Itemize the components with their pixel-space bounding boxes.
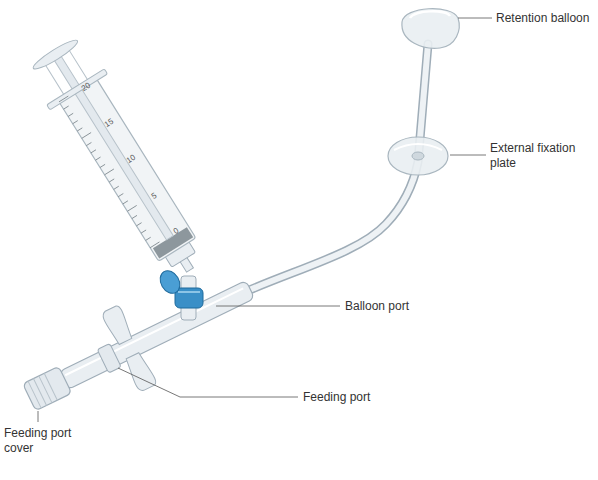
balloon-valve (175, 288, 203, 308)
scale-tick (86, 142, 91, 145)
scale-tick (114, 186, 119, 189)
cover-ridge (44, 373, 57, 400)
scale-tick (146, 237, 151, 240)
scale-tick (100, 164, 105, 167)
syringe-stopper (153, 227, 193, 258)
connector-ring (97, 343, 121, 373)
valve-highlight (178, 291, 200, 293)
scale-tick (141, 230, 146, 233)
scale-ticks (59, 96, 159, 248)
scale-tick (77, 128, 82, 131)
balloon-highlight (410, 11, 450, 18)
scale-tick (59, 96, 68, 102)
scale-tick (109, 179, 114, 182)
leader-lines (38, 18, 492, 422)
connector-tube (59, 280, 255, 389)
scale-tick (132, 215, 137, 218)
leader-line (450, 155, 486, 156)
wing-bottom (124, 351, 158, 392)
scale-tick (68, 113, 73, 116)
scale-tick (136, 223, 141, 226)
scale-tick (105, 169, 114, 175)
scale-tick (64, 106, 69, 109)
cover-ridge (39, 376, 52, 403)
cover-ridge (28, 381, 41, 408)
fixation-plate-hub (412, 152, 424, 160)
retention-balloon (402, 9, 459, 49)
leader-line (118, 368, 298, 397)
wing-top (101, 305, 135, 346)
part-label: External fixation plate (490, 141, 594, 171)
cover-ridge (33, 379, 46, 406)
plate-highlight (394, 144, 442, 150)
plunger-thumb (31, 37, 80, 73)
scale-tick (82, 133, 91, 139)
scale-tick (73, 121, 78, 124)
scale-tick (118, 194, 123, 197)
part-label: Retention balloon (496, 11, 589, 26)
barrel-flange (47, 69, 108, 110)
leader-line (216, 306, 340, 307)
leader-line (38, 411, 39, 422)
scale-tick (127, 205, 136, 211)
scale-tick (123, 201, 128, 204)
plunger-rod (53, 54, 173, 240)
part-label: Balloon port (345, 299, 409, 314)
part-label: Feeding port cover (4, 426, 88, 456)
scale-tick (91, 150, 96, 153)
scale-tick (95, 157, 100, 160)
part-label: Feeding port (303, 390, 370, 405)
scale-tick (150, 242, 159, 248)
leader-line (458, 18, 492, 19)
fixation-plate (388, 137, 448, 175)
feeding-port-cover (23, 366, 72, 410)
tube-highlight (65, 288, 243, 375)
